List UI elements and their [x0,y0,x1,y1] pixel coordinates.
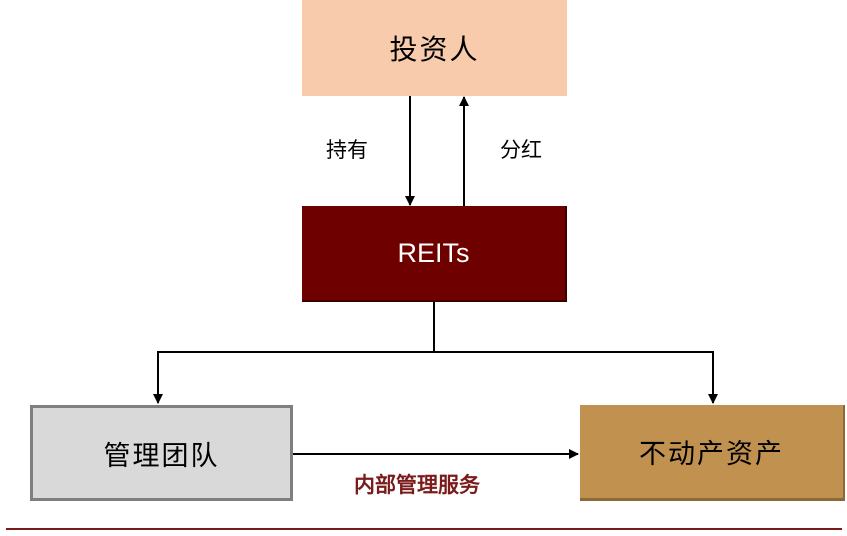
real-estate-assets-node: 不动产资产 [580,405,845,501]
footer-divider [6,528,842,530]
real-estate-assets-label: 不动产资产 [639,439,784,470]
management-team-label: 管理团队 [103,440,220,472]
edge-label-hold: 持有 [326,138,368,162]
arrow-reits-to-team [153,351,434,404]
management-team-node: 管理团队 [30,405,293,501]
edge-label-internal-management-service: 内部管理服务 [354,473,480,497]
reits-node: REITs [302,206,567,302]
reits-label: REITs [397,237,470,268]
edge-label-dividend: 分红 [500,138,542,162]
investor-label: 投资人 [389,33,480,66]
arrow-reits-to-asset [434,351,718,404]
investor-node: 投资人 [302,0,567,96]
